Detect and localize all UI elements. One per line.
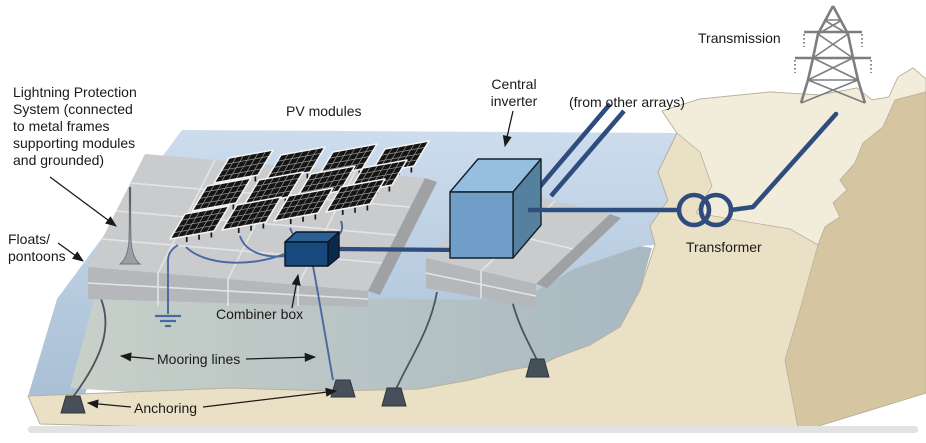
label-anchoring: Anchoring [134, 400, 198, 416]
pv-panel-grid [299, 167, 352, 198]
cables-from-other-arrays [535, 102, 626, 198]
pv-array [169, 140, 430, 242]
central-inverter [449, 158, 542, 259]
combiner-box [284, 231, 340, 267]
pv-panel-grid [269, 148, 322, 179]
dc-cable [337, 246, 461, 253]
pv-panel-grid [217, 151, 270, 182]
pv-panel-grid [173, 207, 226, 238]
anchors [60, 358, 550, 414]
label-transmission: Transmission [698, 30, 781, 46]
earth-ground-symbol [155, 314, 181, 328]
label-pv-modules: PV modules [286, 103, 362, 119]
underwater-region [70, 246, 652, 392]
transmission-tower [794, 5, 872, 104]
mooring-lines [72, 291, 538, 398]
label-from-other-arrays: (from other arrays) [569, 94, 685, 110]
ac-transmission-cables [528, 111, 839, 228]
pv-panel-grid [329, 180, 382, 211]
transformer-symbol [676, 192, 712, 228]
pv-panel-grid [195, 179, 248, 210]
anchor-block [381, 387, 407, 407]
label-mooring-lines: Mooring lines [157, 351, 241, 367]
label-transformer: Transformer [686, 239, 762, 255]
transformer-symbol [698, 192, 734, 228]
anchor-block [60, 395, 86, 414]
label-combiner-box: Combiner box [216, 306, 304, 322]
label-lightning-protection: Lightning Protection System (connected t… [13, 84, 137, 168]
pv-panel-grid [277, 189, 330, 220]
grounding-conductor [155, 244, 181, 328]
lightning-rod [118, 187, 142, 265]
annotation-arrows [49, 110, 514, 409]
land-side-face [784, 91, 926, 429]
label-central-inverter: Central inverter [490, 76, 538, 109]
pv-panel-grid [247, 173, 300, 204]
pv-panel-grid [225, 198, 278, 229]
ground-shadow-strip [28, 426, 918, 433]
underwater-export-cable [312, 265, 334, 381]
anchor-block [525, 358, 550, 378]
pv-panel-grid [321, 145, 374, 176]
label-floats-pontoons: Floats/ pontoons [8, 231, 66, 264]
